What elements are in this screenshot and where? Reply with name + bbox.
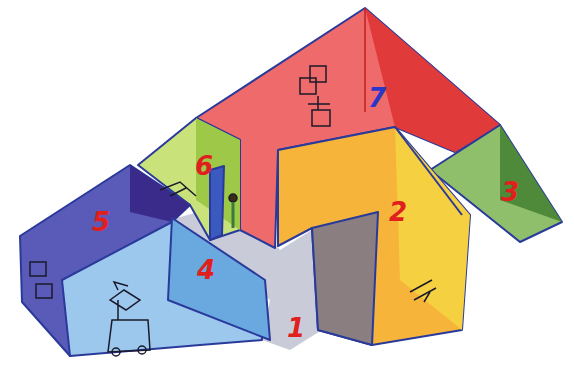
- callout-number: 3: [501, 179, 519, 205]
- tools-sketch: [160, 182, 196, 196]
- lamp-stand: [232, 202, 235, 228]
- wheel-sketch: [112, 348, 120, 356]
- callout-number: 4: [197, 257, 215, 283]
- lamp-sketch: [229, 194, 237, 202]
- room-wall-shade: [395, 127, 470, 330]
- room-wall-panel: [168, 218, 270, 340]
- box-sketch: [310, 66, 326, 82]
- box-sketch: [312, 110, 330, 126]
- callout-number: 6: [195, 153, 213, 179]
- robot-sketch: [108, 282, 150, 352]
- tools-sketch: [410, 280, 436, 302]
- box-sketch: [300, 78, 316, 94]
- callout-number: 2: [389, 199, 407, 225]
- callout-number: 5: [92, 209, 110, 235]
- room-wall-shade: [500, 125, 562, 222]
- cart-sketch: [308, 96, 330, 110]
- room-wall-shade: [130, 165, 190, 222]
- box-sketch: [30, 262, 46, 276]
- room-wall: [278, 127, 470, 345]
- box-sketch: [36, 284, 52, 298]
- room-door-panel: [312, 212, 378, 345]
- wheel-sketch: [138, 346, 146, 354]
- callout-number: 1: [287, 315, 305, 341]
- callout-number: 7: [368, 85, 386, 111]
